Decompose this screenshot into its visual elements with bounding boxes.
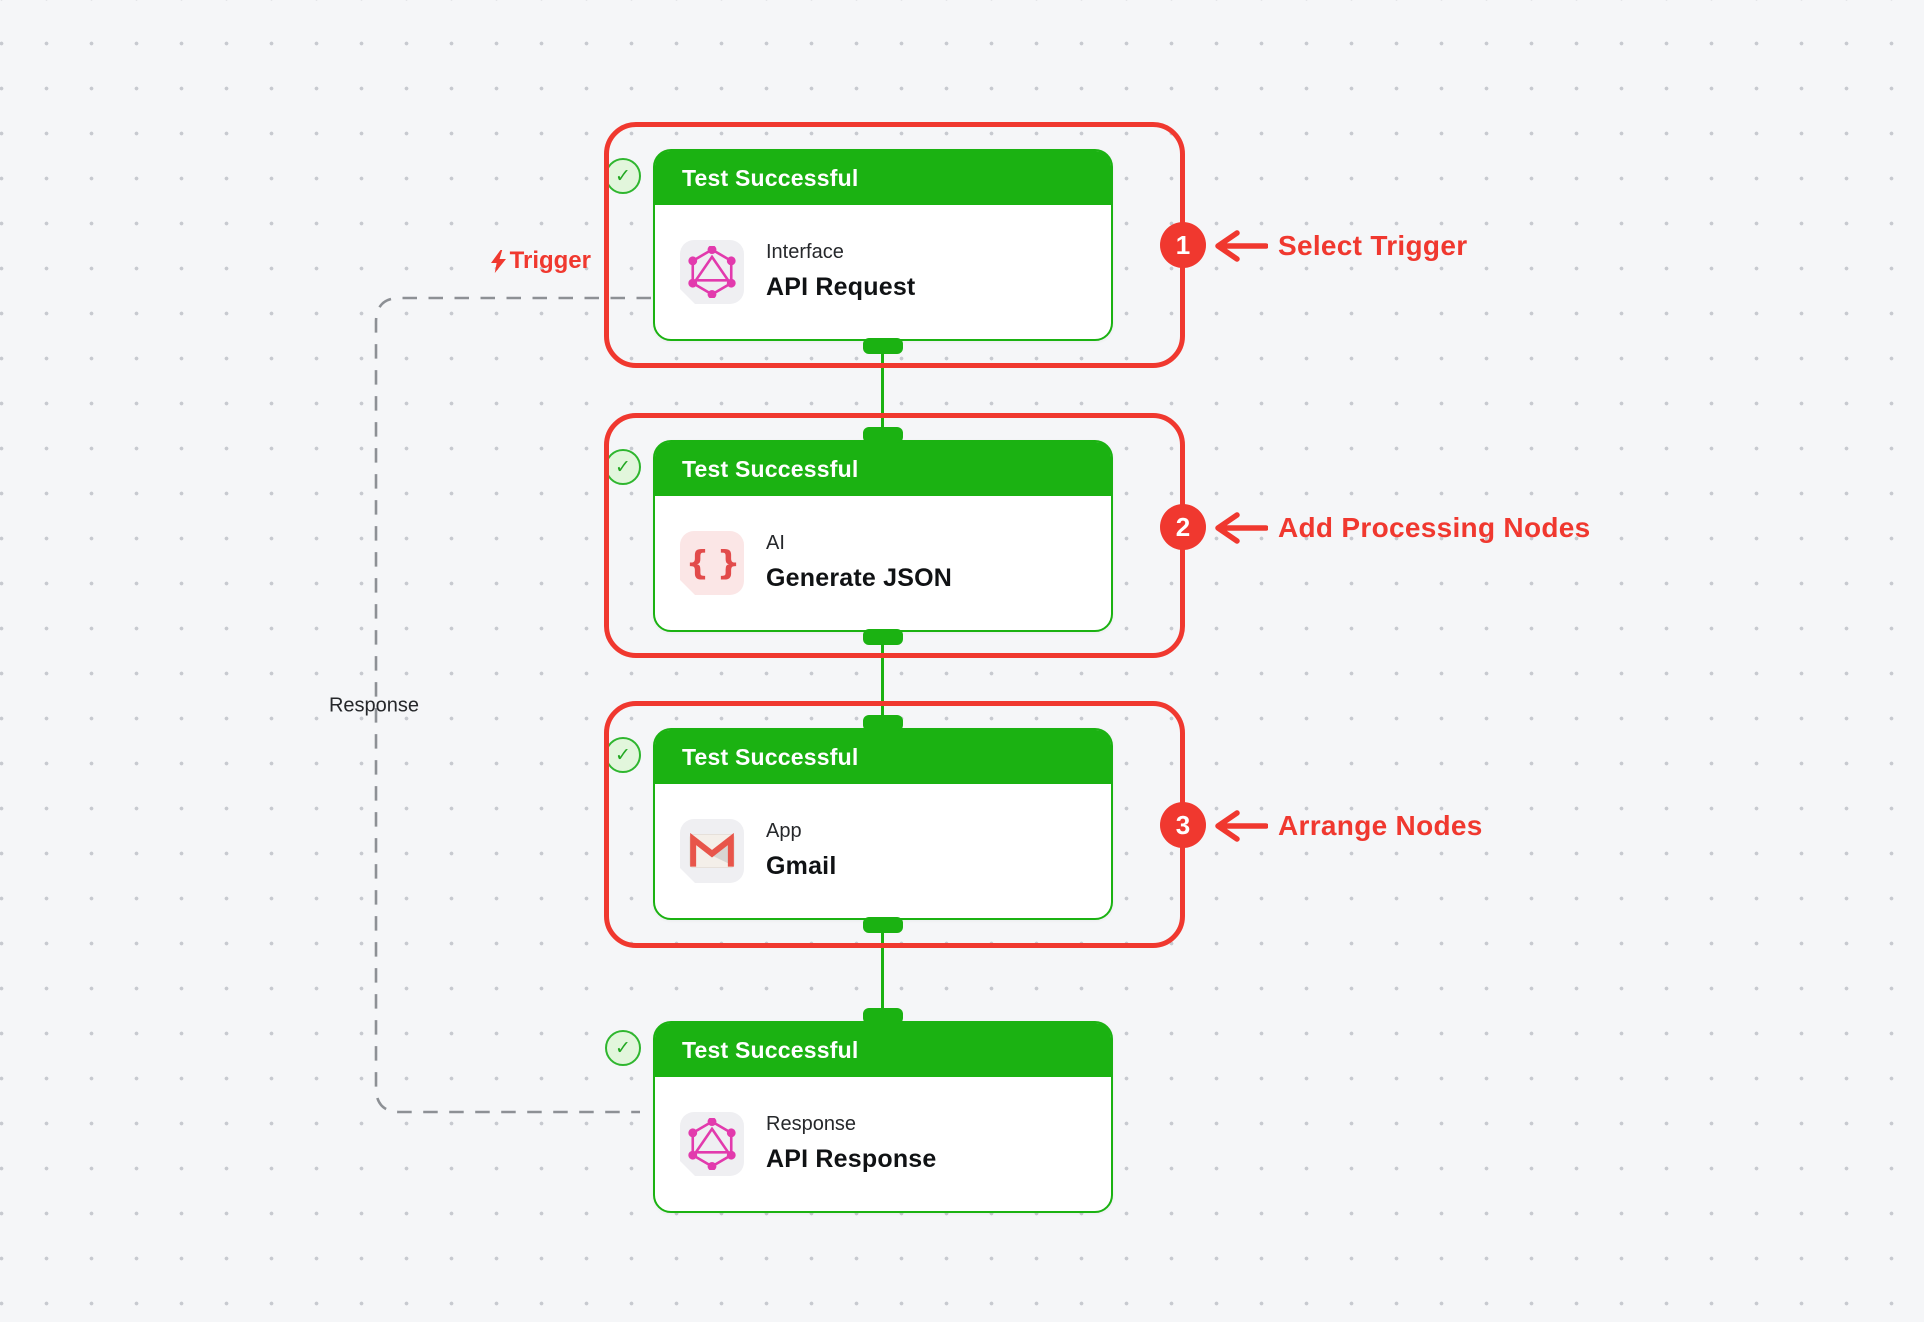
check-icon: ✓ <box>605 158 641 194</box>
tile-notch <box>679 1159 696 1177</box>
annotation-add-processing-nodes: Add Processing Nodes <box>1212 510 1591 546</box>
tile-notch <box>679 287 696 305</box>
lightning-icon <box>490 249 507 273</box>
graphql-icon <box>679 239 744 305</box>
graphql-icon <box>679 1111 744 1177</box>
step-badge-3: 3 <box>1160 802 1206 848</box>
node-title: Generate JSON <box>766 564 953 592</box>
connector-line-3 <box>881 929 884 1011</box>
check-glyph: ✓ <box>615 744 631 766</box>
braces-glyph: { } <box>685 543 741 582</box>
check-icon: ✓ <box>605 449 641 485</box>
step-number: 3 <box>1175 809 1191 840</box>
port-node2-out[interactable] <box>863 629 903 645</box>
check-icon: ✓ <box>605 737 641 773</box>
step-number: 1 <box>1175 229 1191 260</box>
node-body: Response API Response <box>655 1077 1111 1210</box>
node-status-header: Test Successful <box>655 730 1111 784</box>
check-glyph: ✓ <box>615 456 631 478</box>
node-status-header: Test Successful <box>655 1023 1111 1077</box>
node-gmail[interactable]: Test Successful App Gmail <box>653 728 1113 920</box>
node-category: Interface <box>766 241 844 263</box>
node-generate-json[interactable]: Test Successful { } AI Generate JSON <box>653 440 1113 632</box>
node-category: App <box>766 820 802 842</box>
node-status-text: Test Successful <box>682 1036 859 1063</box>
node-body: App Gmail <box>655 784 1111 917</box>
check-glyph: ✓ <box>615 165 631 187</box>
check-glyph: ✓ <box>615 1037 631 1059</box>
node-category: Response <box>766 1113 857 1135</box>
trigger-tag-label: Trigger <box>509 247 591 274</box>
node-status-header: Test Successful <box>655 151 1111 205</box>
connector-line-2 <box>881 641 884 718</box>
connector-line-1 <box>881 350 884 430</box>
node-title: Gmail <box>766 852 837 880</box>
node-category: AI <box>766 532 785 554</box>
tile-notch <box>679 866 696 884</box>
left-arrow-icon <box>1212 228 1268 264</box>
step-number: 2 <box>1175 511 1191 542</box>
response-edge-label: Response <box>328 694 420 717</box>
node-api-request[interactable]: Test Successful Interface API <box>653 149 1113 341</box>
left-arrow-icon <box>1212 510 1268 546</box>
port-node3-out[interactable] <box>863 917 903 933</box>
port-node3-in[interactable] <box>863 715 903 731</box>
annotation-select-trigger: Select Trigger <box>1212 228 1467 264</box>
node-status-text: Test Successful <box>682 743 859 770</box>
node-title: API Request <box>766 273 916 301</box>
step-badge-1: 1 <box>1160 222 1206 268</box>
tile-notch <box>679 578 696 596</box>
port-node1-out[interactable] <box>863 338 903 354</box>
node-status-text: Test Successful <box>682 455 859 482</box>
step-badge-2: 2 <box>1160 504 1206 550</box>
node-api-response[interactable]: Test Successful Response API R <box>653 1021 1113 1213</box>
port-node4-in[interactable] <box>863 1008 903 1024</box>
gmail-icon <box>679 818 744 884</box>
annotation-label: Arrange Nodes <box>1278 810 1483 841</box>
node-status-header: Test Successful <box>655 442 1111 496</box>
trigger-tag: Trigger <box>490 247 591 275</box>
annotation-label: Add Processing Nodes <box>1278 512 1591 543</box>
node-body: { } AI Generate JSON <box>655 496 1111 629</box>
port-node2-in[interactable] <box>863 427 903 443</box>
node-status-text: Test Successful <box>682 164 859 191</box>
node-title: API Response <box>766 1145 937 1173</box>
left-arrow-icon <box>1212 808 1268 844</box>
annotation-arrange-nodes: Arrange Nodes <box>1212 808 1483 844</box>
node-body: Interface API Request <box>655 205 1111 338</box>
annotation-label: Select Trigger <box>1278 230 1468 261</box>
braces-icon: { } <box>679 530 744 596</box>
check-icon: ✓ <box>605 1030 641 1066</box>
